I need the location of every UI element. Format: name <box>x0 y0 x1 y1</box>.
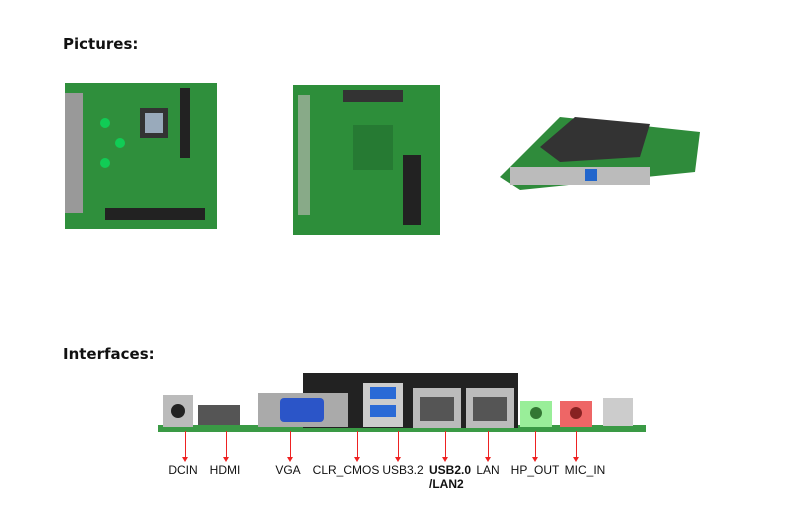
board-top-photo <box>65 83 217 229</box>
lan-arrow <box>485 431 491 462</box>
io-panel-photo <box>158 373 646 432</box>
label-usb32: USB3.2 <box>382 463 424 477</box>
label-clr-cmos: CLR_CMOS <box>312 463 380 477</box>
label-mic-in: MIC_IN <box>564 463 606 477</box>
label-vga: VGA <box>275 463 301 477</box>
clr-cmos-arrow <box>354 431 360 462</box>
label-dcin: DCIN <box>168 463 198 477</box>
board-side-photo <box>500 117 700 190</box>
label-hp-out: HP_OUT <box>510 463 560 477</box>
label-hdmi: HDMI <box>209 463 241 477</box>
usb32-arrow <box>395 431 401 462</box>
label-usb20-lan2: USB2.0 /LAN2 <box>428 463 472 491</box>
label-lan: LAN <box>476 463 500 477</box>
hp-out-arrow <box>532 431 538 462</box>
vga-arrow <box>287 431 293 462</box>
pictures-heading: Pictures: <box>63 35 139 53</box>
dcin-arrow <box>182 431 188 462</box>
mic-in-arrow <box>573 431 579 462</box>
usb20-lan2-arrow <box>442 431 448 462</box>
hdmi-arrow <box>223 431 229 462</box>
interfaces-heading: Interfaces: <box>63 345 155 363</box>
board-bottom-photo <box>293 85 440 235</box>
